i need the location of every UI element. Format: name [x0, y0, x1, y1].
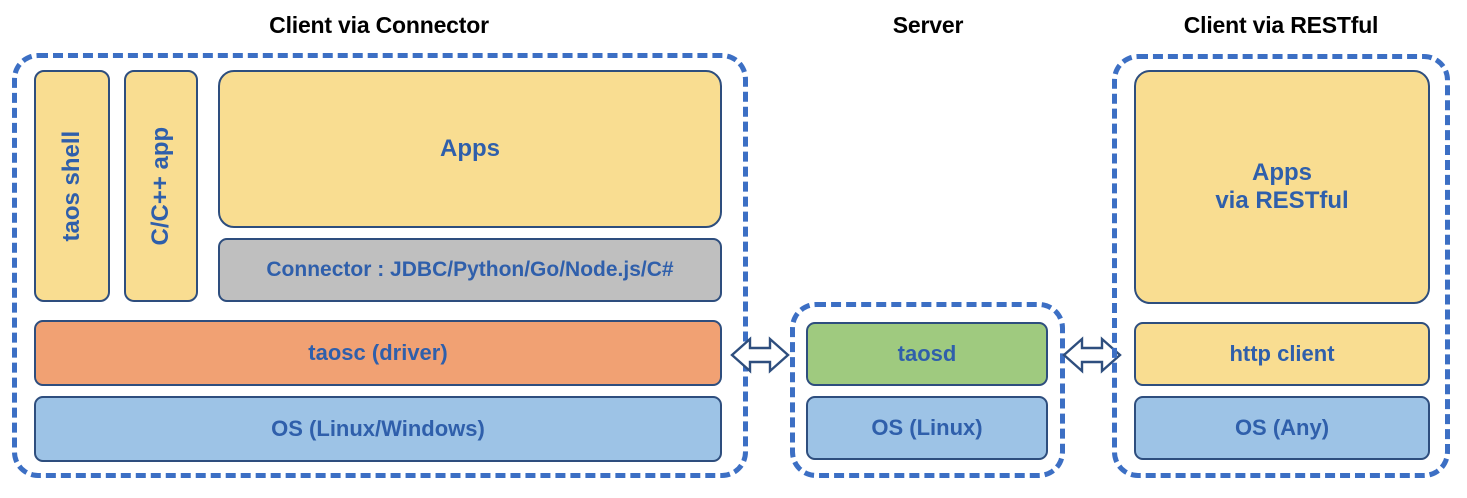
box-os-linux[interactable]: OS (Linux) [806, 396, 1048, 460]
box-os-linux-windows[interactable]: OS (Linux/Windows) [34, 396, 722, 462]
box-c-cpp-app-label: C/C++ app [146, 126, 174, 246]
group-client-via-connector [12, 53, 748, 478]
box-apps-label: Apps [440, 134, 500, 162]
box-os-any[interactable]: OS (Any) [1134, 396, 1430, 460]
box-apps-via-restful-line1: Apps [1251, 158, 1312, 186]
box-connector[interactable]: Connector : JDBC/Python/Go/Node.js/C# [218, 238, 722, 302]
box-taosd[interactable]: taosd [806, 322, 1048, 386]
title-client-via-restful: Client via RESTful [1183, 12, 1379, 38]
box-taos-shell[interactable]: taos shell [34, 70, 110, 302]
title-server: Server [892, 12, 964, 38]
box-taosd-label: taosd [897, 341, 957, 367]
box-apps-via-restful-line2: via RESTful [1215, 187, 1349, 214]
double-headed-arrow-icon-right [1062, 332, 1122, 378]
box-connector-label: Connector : JDBC/Python/Go/Node.js/C# [266, 257, 674, 281]
group-server [790, 302, 1065, 478]
box-taos-shell-label: taos shell [57, 130, 85, 242]
box-apps-via-restful[interactable]: Apps via RESTful [1134, 70, 1430, 304]
box-os-linux-label: OS (Linux) [871, 415, 983, 441]
box-taosc-driver[interactable]: taosc (driver) [34, 320, 722, 386]
box-http-client[interactable]: http client [1134, 322, 1430, 386]
box-os-any-label: OS (Any) [1234, 415, 1330, 441]
box-apps[interactable]: Apps [218, 70, 722, 228]
box-http-client-label: http client [1229, 341, 1335, 367]
title-client-via-connector: Client via Connector [269, 12, 489, 38]
group-client-via-restful [1112, 54, 1450, 478]
box-c-cpp-app[interactable]: C/C++ app [124, 70, 198, 302]
double-headed-arrow-icon-left [730, 332, 790, 378]
box-taosc-driver-label: taosc (driver) [308, 340, 448, 366]
box-os-linux-windows-label: OS (Linux/Windows) [271, 416, 485, 442]
box-apps-via-restful-label: Apps via RESTful [1215, 159, 1348, 216]
